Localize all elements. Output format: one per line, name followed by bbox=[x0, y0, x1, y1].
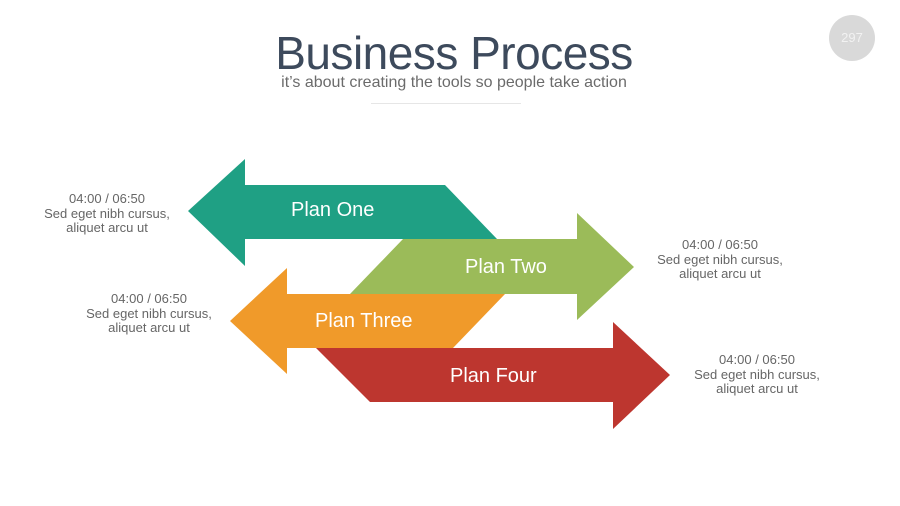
plan-one-label: Plan One bbox=[291, 199, 375, 221]
plan-one-arrow bbox=[188, 159, 497, 266]
plan-four-desc-1: Sed eget nibh cursus, bbox=[694, 366, 820, 382]
plan-one-desc-1: Sed eget nibh cursus, bbox=[44, 205, 170, 221]
plan-two-desc-1: Sed eget nibh cursus, bbox=[657, 251, 783, 267]
plan-two-info: 04:00 / 06:50 Sed eget nibh cursus, aliq… bbox=[645, 237, 795, 282]
plan-three-label: Plan Three bbox=[315, 310, 413, 332]
plan-two-arrow bbox=[350, 213, 634, 320]
plan-three-desc-2: aliquet arcu ut bbox=[108, 320, 190, 335]
page-title: Business Process bbox=[275, 27, 633, 79]
plan-three-info: 04:00 / 06:50 Sed eget nibh cursus, aliq… bbox=[74, 291, 224, 336]
page-subtitle: it’s about creating the tools so people … bbox=[281, 74, 627, 91]
page-number-badge: 297 bbox=[829, 15, 875, 61]
title-divider bbox=[371, 103, 521, 104]
plan-four-time: 04:00 / 06:50 bbox=[719, 352, 795, 367]
plan-one-info: 04:00 / 06:50 Sed eget nibh cursus, aliq… bbox=[32, 191, 182, 236]
plan-one-desc-2: aliquet arcu ut bbox=[66, 220, 148, 235]
plan-one-time: 04:00 / 06:50 bbox=[69, 191, 145, 206]
plan-two-time: 04:00 / 06:50 bbox=[682, 237, 758, 252]
plan-three-time: 04:00 / 06:50 bbox=[111, 291, 187, 306]
plan-four-desc-2: aliquet arcu ut bbox=[716, 381, 798, 396]
plan-three-arrow bbox=[230, 268, 505, 374]
plan-four-label: Plan Four bbox=[450, 365, 537, 387]
plan-two-desc-2: aliquet arcu ut bbox=[679, 266, 761, 281]
plan-four-info: 04:00 / 06:50 Sed eget nibh cursus, aliq… bbox=[682, 352, 832, 397]
plan-four-arrow bbox=[316, 322, 670, 429]
plan-three-desc-1: Sed eget nibh cursus, bbox=[86, 305, 212, 321]
plan-two-label: Plan Two bbox=[465, 256, 547, 278]
